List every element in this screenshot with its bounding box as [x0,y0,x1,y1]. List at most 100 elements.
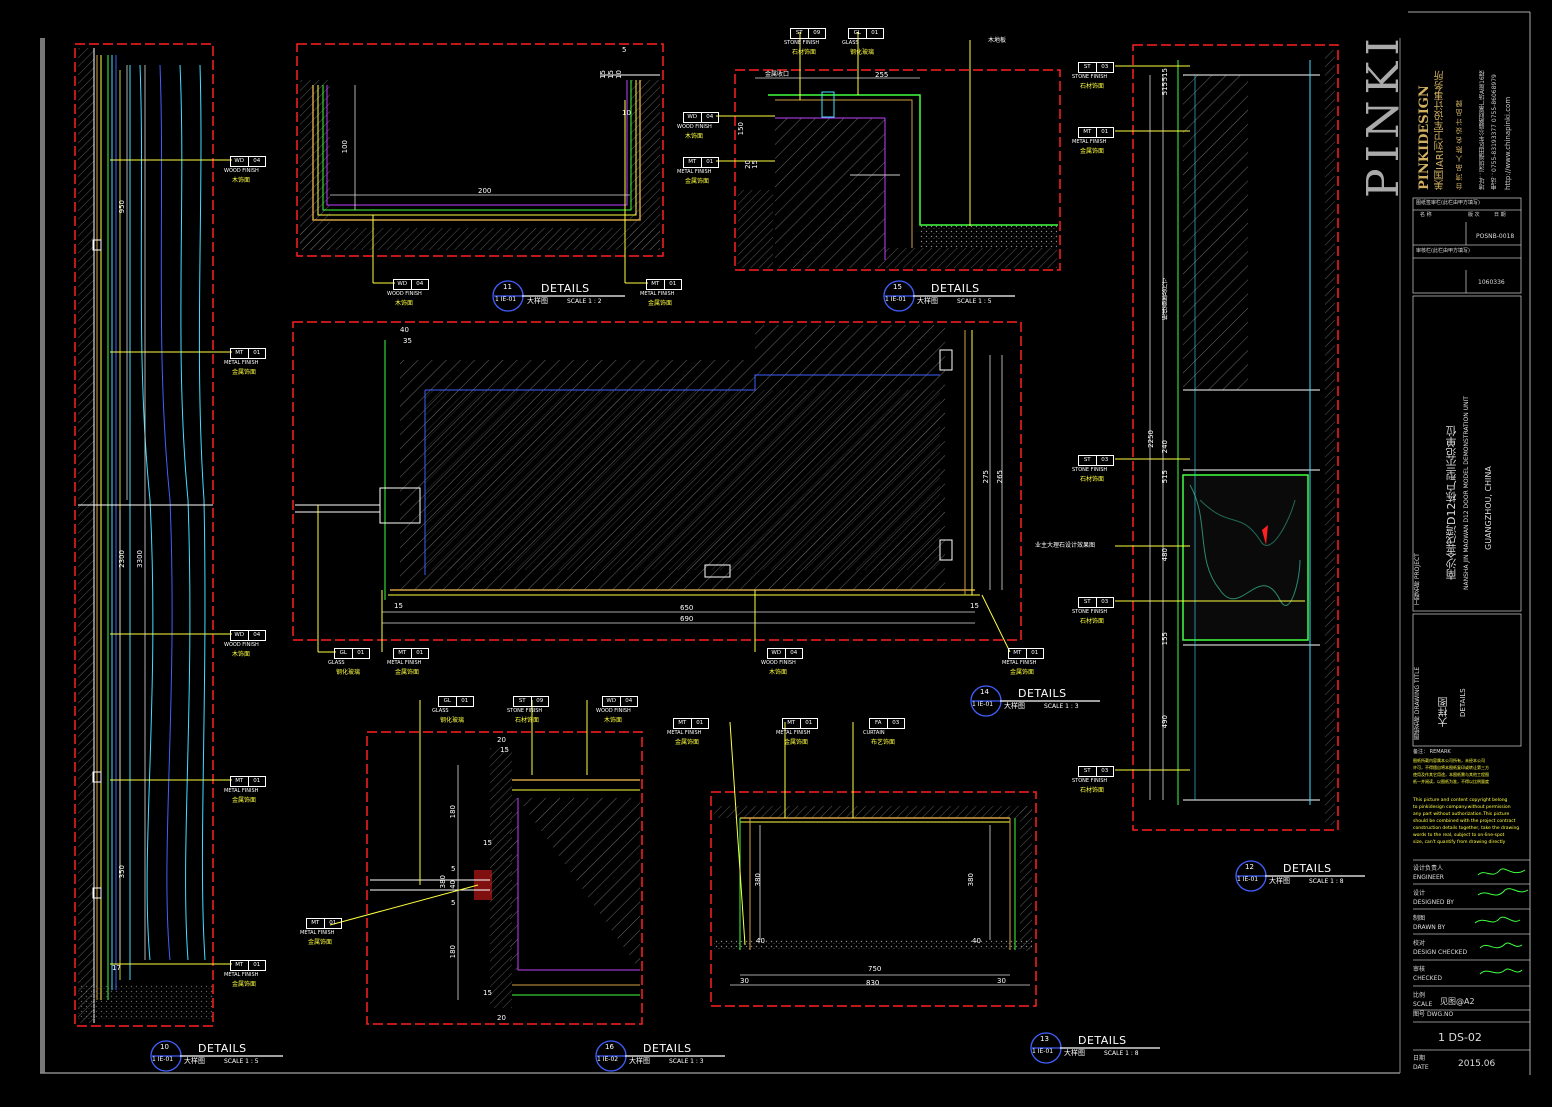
tag-desc-en: STONE FINISH [1072,609,1108,615]
remark-line-11: size, can't quantify from drawing direct… [1413,840,1506,845]
tag-num: 04 [416,281,424,287]
tag-code: MT [231,777,249,786]
firm-web: http://www.chinapinki.com [1504,96,1512,190]
approval-col-date: 日 期 [1494,212,1506,218]
dimension-text: 155 [1161,632,1169,646]
tag-desc-en: WOOD FINISH [677,124,712,130]
d13-sheet-ref: 1 IE-01 [1032,1048,1054,1055]
firm-name-cn: 美国IARI刘卫军设计事务所 [1435,70,1446,190]
tag-desc-cn: 木饰面 [232,651,251,658]
tag-desc-en: METAL FINISH [667,730,702,736]
tag-desc-cn: 金属饰面 [1010,669,1035,676]
tag-num: 01 [706,159,714,165]
detail-16-drawing [366,731,643,1025]
d10-scale: SCALE 1 : 5 [224,1058,259,1065]
dimension-text: 30 [740,977,749,985]
tag-desc-en: WOOD FINISH [224,168,259,174]
dimension-text: 40 [972,937,981,945]
dimension-text: 750 [868,965,882,973]
project-location: GUANGZHOU, CHINA [1484,466,1493,550]
firm-tagline: 台 湾 品 人 陈 名 设 计 品 牌 [1455,99,1463,190]
d12-sheet-ref: 1 IE-01 [1237,876,1259,883]
tag-desc-cn: 石材饰面 [792,49,817,56]
dimension-text: 350 [118,865,126,879]
tag-desc-cn: 金属饰面 [232,981,257,988]
dimension-text: 5 [451,899,456,907]
designed-label-cn: 设计 [1413,890,1426,897]
tag-code: FA [870,719,888,728]
tag-desc-cn: 木饰面 [604,717,623,724]
tag-code: MT [674,719,692,728]
dwg-number: 1 DS-02 [1438,1031,1482,1044]
d16-number: 16 [605,1043,614,1051]
dimension-text: 180 [449,945,457,959]
tag-desc-en: METAL FINISH [224,972,259,978]
tag-code: GL [849,29,867,38]
tag-desc-cn: 钢化玻璃 [850,49,875,56]
tag-num: 01 [1101,129,1109,135]
review-title: 审核栏(此栏由甲方填写) [1416,248,1470,254]
d14-scale: SCALE 1 : 3 [1044,703,1079,710]
approval-title: 图纸签审栏(此栏由甲方填写) [1416,200,1480,206]
tag-code: ST [791,29,809,38]
dimension-text: 40 [449,880,457,889]
dimension-text: 15 [970,602,979,610]
leader-lines [110,32,1305,965]
tag-num: 01 [669,281,677,287]
tag-num: 01 [461,698,469,704]
tag-desc-en: METAL FINISH [1072,139,1107,145]
tag-code: ST [1079,63,1097,72]
material-tag: MT 01 [683,157,719,168]
tag-num: 03 [1101,599,1109,605]
tag-desc-en: STONE FINISH [1072,74,1108,80]
tag-code: WD [684,113,702,122]
dwg-label: 图号 DWG.NO [1413,1011,1454,1018]
design-checked-label-cn: 校对 [1413,940,1426,947]
tag-num: 01 [329,920,337,926]
remark-line-9: construction details together, take the … [1413,826,1520,831]
dimension-text: 275 [982,470,990,484]
d12-note-2: 业主大理石设计效果图 [1035,542,1096,549]
tag-desc-cn: 金属饰面 [395,669,420,676]
signatures [1474,868,1529,975]
tag-num: 09 [536,698,544,704]
dimension-text: 100 [341,140,349,154]
tag-num: 04 [253,632,261,638]
date-value: 2015.06 [1458,1059,1496,1069]
tag-desc-en: WOOD FINISH [596,708,631,714]
tag-desc-en: STONE FINISH [784,40,820,46]
dimension-text: 255 [875,71,889,79]
tag-desc-cn: 钢化玻璃 [336,669,361,676]
dimension-text: 950 [118,200,126,214]
tag-code: MT [231,961,249,970]
d15-note-1: 金属收口 [765,71,790,78]
firm-name: PINKIDESIGN [1417,85,1432,190]
d16-subtitle: 大样图 [629,1057,650,1065]
tag-desc-cn: 木饰面 [232,177,251,184]
remark-line-5: This picture and content copyright belon… [1413,798,1508,803]
tag-desc-cn: 金属饰面 [308,939,333,946]
dimension-text: 650 [680,604,694,612]
tag-desc-cn: 石材饰面 [1080,618,1105,625]
scale-value: 见图@A2 [1440,997,1475,1006]
tag-desc-cn: 金属饰面 [232,369,257,376]
d15-scale: SCALE 1 : 5 [957,298,992,305]
tag-code: MT [684,158,702,167]
dimension-text: 20 [497,1014,506,1022]
d14-subtitle: 大样图 [1004,702,1025,710]
tag-num: 04 [253,158,261,164]
tag-code: MT [647,280,665,289]
tag-num: 03 [1101,64,1109,70]
remark-line-3: 使用及作其它用途，本图纸需与其他工程图 [1413,772,1489,777]
tag-desc-en: METAL FINISH [1002,660,1037,666]
d15-sheet-ref: 1 IE-01 [885,296,907,303]
engineer-label-en: ENGINEER [1413,874,1444,881]
design-checked-label-en: DESIGN CHECKED [1413,949,1468,956]
dimension-text: 265 [996,470,1004,484]
